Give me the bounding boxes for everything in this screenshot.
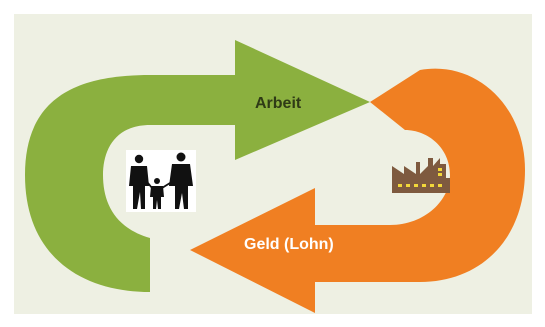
factory-icon: [392, 158, 450, 193]
work-label: Arbeit: [255, 95, 302, 112]
family-icon: [126, 150, 196, 212]
money-label: Geld (Lohn): [244, 236, 334, 253]
work-arrow: [25, 40, 370, 292]
money-arrow: [190, 68, 525, 313]
